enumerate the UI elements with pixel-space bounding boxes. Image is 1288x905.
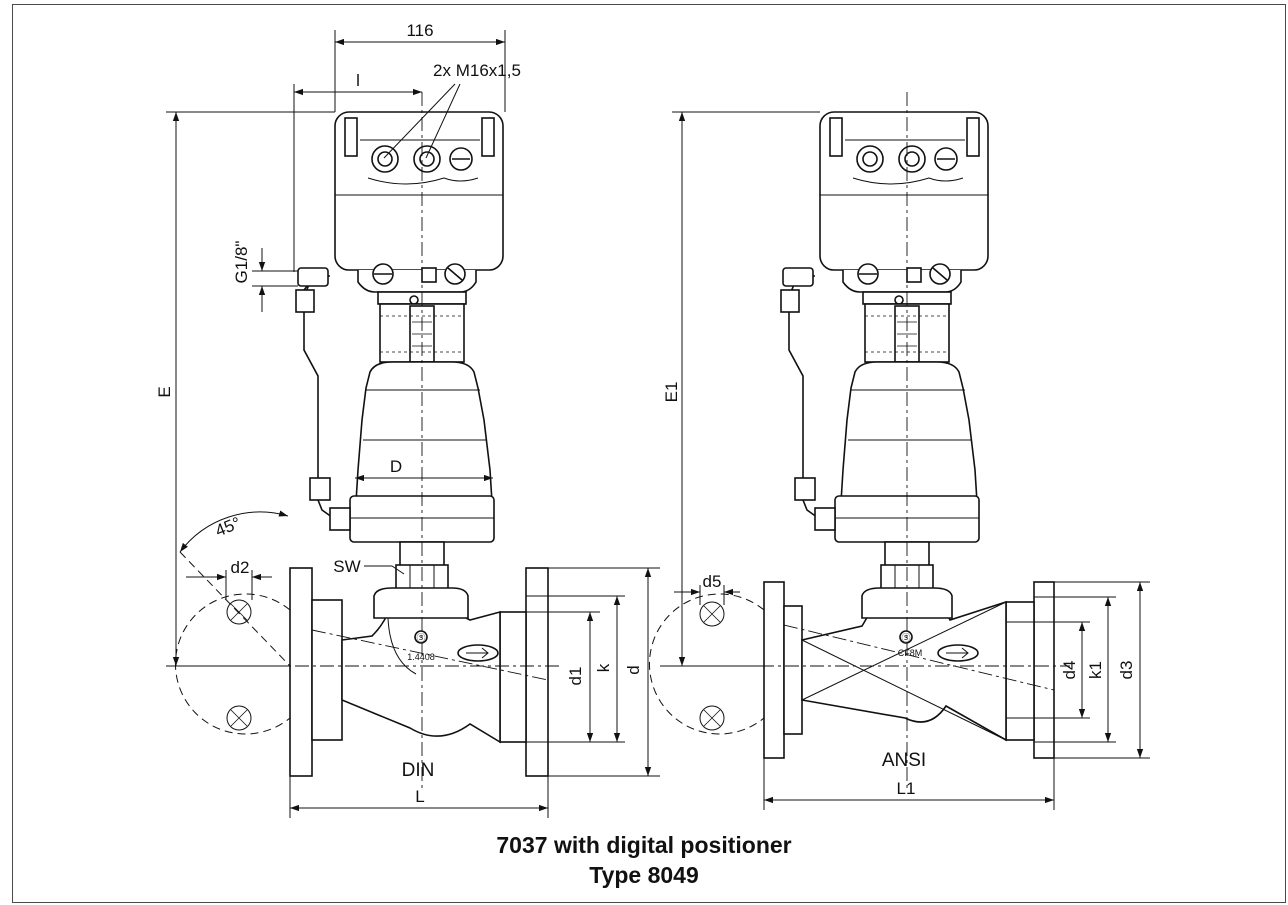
valve-body-din <box>289 567 549 777</box>
dim-d1: d1 <box>566 667 585 686</box>
ansi-body-mark: CF8M <box>898 648 923 658</box>
ansi-label: ANSI <box>882 750 926 771</box>
din-label: DIN <box>402 760 435 781</box>
caption-type: Type 8049 <box>589 862 699 888</box>
ansi-labels: E1 d5 d4 k1 d3 L1 ANSI Ⓢ CF8M <box>662 382 1136 798</box>
ansi-valve-assembly <box>648 92 1070 790</box>
din-labels: 116 2x M16x1,5 l G1/8" E D 45° d2 SW d1 … <box>155 21 643 806</box>
dim-thread: G1/8" <box>232 241 251 284</box>
positioner-neck-right <box>842 263 962 363</box>
dim-SW: SW <box>333 557 360 576</box>
din-body-mark-top: Ⓢ <box>416 633 425 643</box>
bolt-circle-ansi <box>648 593 765 735</box>
dim-E: E <box>155 386 174 397</box>
dim-d3: d3 <box>1117 661 1136 680</box>
dim-k1: k1 <box>1086 661 1105 679</box>
air-tube-right <box>780 267 836 531</box>
dim-L: L <box>415 787 424 806</box>
drawing-frame <box>12 4 1286 903</box>
dim-d: d <box>624 665 643 674</box>
bolt-circle-din <box>174 551 291 735</box>
positioner-neck-left <box>357 263 477 363</box>
din-dimension-lines <box>166 30 660 818</box>
dim-d2: d2 <box>231 558 250 577</box>
positioner-head-right <box>819 111 989 271</box>
dim-angle: 45° <box>212 513 243 540</box>
dim-E1: E1 <box>662 382 681 403</box>
dim-k: k <box>594 663 613 672</box>
dim-116: 116 <box>406 21 433 40</box>
caption-title: 7037 with digital positioner <box>496 832 792 858</box>
positioner-head-left <box>334 111 504 271</box>
air-tube-left <box>295 267 351 531</box>
dim-L1: L1 <box>897 779 916 798</box>
ansi-dimension-lines <box>672 111 1150 810</box>
din-valve-assembly <box>170 92 560 790</box>
valve-body-ansi <box>763 581 1055 759</box>
centerlines-left <box>170 92 560 790</box>
dim-d4: d4 <box>1060 661 1079 680</box>
din-body-mark: 1.4408 <box>407 652 435 662</box>
dim-D: D <box>390 457 402 476</box>
dim-d5: d5 <box>703 572 722 591</box>
dim-ports: 2x M16x1,5 <box>433 61 521 80</box>
dim-l: l <box>356 71 360 90</box>
ansi-body-mark-top: Ⓢ <box>901 633 910 643</box>
